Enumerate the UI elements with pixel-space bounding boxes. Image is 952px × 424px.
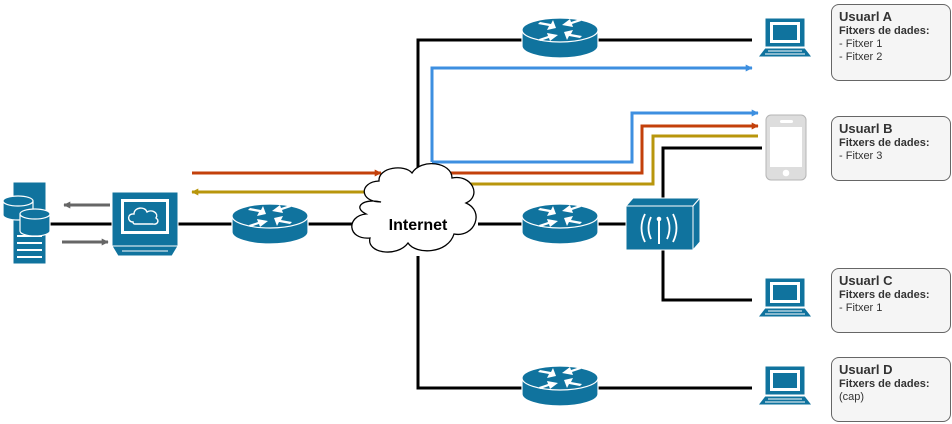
workstation-icon xyxy=(111,191,179,257)
laptop-icon-user-d xyxy=(757,365,813,406)
files-header: Fitxers de dades: xyxy=(839,289,930,301)
smartphone-icon xyxy=(765,114,807,181)
user-card-a: Usuarl A Fitxers de dades: - Fitxer 1 - … xyxy=(831,4,951,81)
laptop-icon-user-c xyxy=(757,277,813,318)
wireless-hub-icon xyxy=(624,196,702,252)
user-card-d: Usuarl D Fitxers de dades: (cap) xyxy=(831,357,951,422)
flow-blue-to-user-b xyxy=(432,109,759,164)
router-icon-middle xyxy=(521,203,599,245)
user-name: Usuarl D xyxy=(839,362,893,377)
file-item: - Fitxer 3 xyxy=(839,150,883,162)
flow-gold-to-internet xyxy=(431,134,758,188)
router-icon-top xyxy=(521,17,599,59)
file-item: - Fitxer 2 xyxy=(839,51,883,63)
user-card-c: Usuarl C Fitxers de dades: - Fitxer 1 xyxy=(831,268,951,333)
flow-blue-to-user-a xyxy=(430,64,753,162)
file-item: - Fitxer 1 xyxy=(839,302,883,314)
file-item: - Fitxer 1 xyxy=(839,38,883,50)
cloud-icon: Internet xyxy=(351,162,477,253)
user-card-b: Usuarl B Fitxers de dades: - Fitxer 3 xyxy=(831,116,951,181)
user-name: Usuarl A xyxy=(839,9,892,24)
link-hub-laptop-c xyxy=(661,250,752,302)
link-internet-bottom xyxy=(416,256,752,390)
router-icon-left xyxy=(231,203,309,245)
user-name: Usuarl B xyxy=(839,121,893,136)
flow-red-from-user-b xyxy=(432,122,759,175)
data-flows xyxy=(62,64,759,246)
laptop-icon-user-a xyxy=(757,17,813,58)
link-internet-top xyxy=(416,38,752,192)
link-hub-phone xyxy=(661,146,762,198)
files-header: Fitxers de dades: xyxy=(839,137,930,149)
cloud-label: Internet xyxy=(389,217,448,234)
user-name: Usuarl C xyxy=(839,273,893,288)
server-icon xyxy=(2,181,51,265)
file-item: (cap) xyxy=(839,391,865,403)
files-header: Fitxers de dades: xyxy=(839,378,930,390)
files-header: Fitxers de dades: xyxy=(839,25,930,37)
router-icon-bottom xyxy=(521,365,599,407)
